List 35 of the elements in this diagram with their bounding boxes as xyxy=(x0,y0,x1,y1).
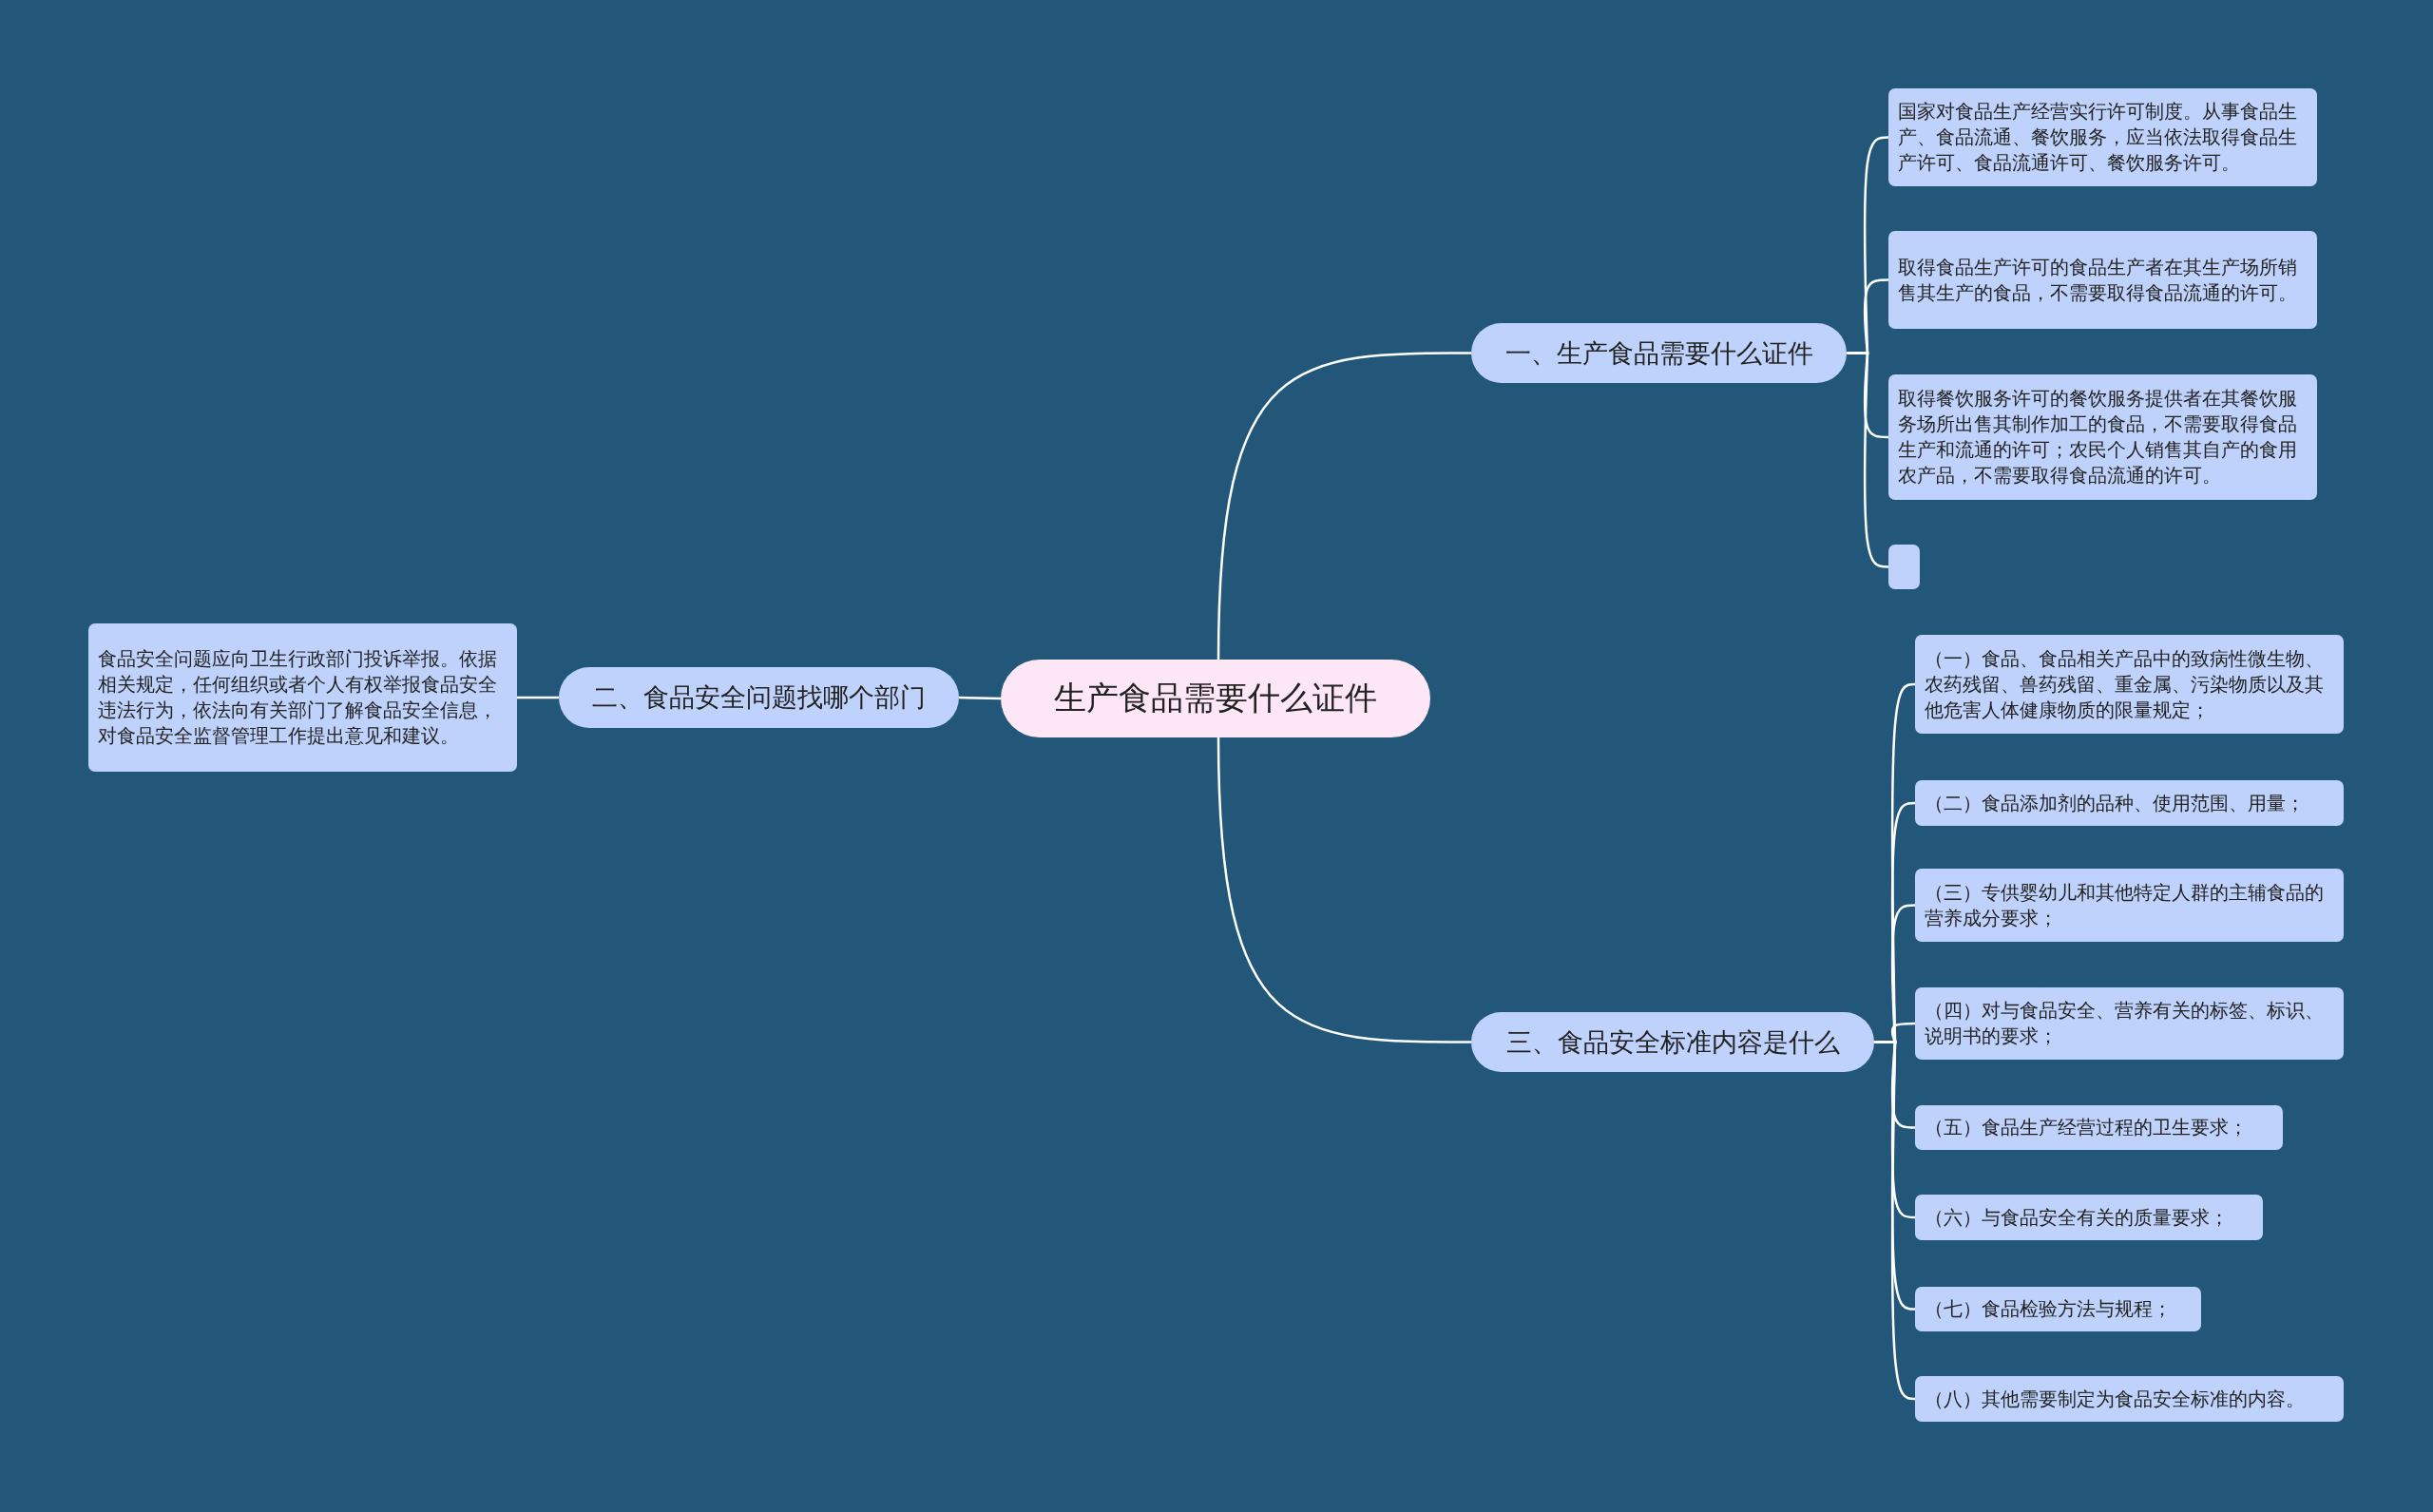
connector-line xyxy=(517,696,559,699)
note-card xyxy=(88,623,517,772)
note-text: （二）食品添加剂的品种、使用范围、用量； xyxy=(1925,791,2305,816)
note-card xyxy=(1915,987,2344,1060)
note-card xyxy=(1915,1287,2201,1331)
empty-box xyxy=(1888,545,1920,589)
note-text: 国家对食品生产经营实行许可制度。从事食品生产、食品流通、餐饮服务，应当依法取得食品生产许可、食品流通许可、餐饮服务许可。 xyxy=(1898,100,2298,176)
note-text: 取得食品生产许可的食品生产者在其生产场所销售其生产的食品，不需要取得食品流通的许可。 xyxy=(1898,255,2298,306)
topic-label: 生产食品需要什么证件 xyxy=(1054,678,1377,718)
connector-line xyxy=(1874,1041,1916,1401)
note-text: （五）食品生产经营过程的卫生要求； xyxy=(1925,1116,2248,1140)
note-card xyxy=(1915,635,2344,734)
connector-line xyxy=(1216,352,1471,660)
note-card xyxy=(1915,1195,2263,1240)
note-text: （六）与食品安全有关的质量要求； xyxy=(1925,1205,2229,1231)
note-card xyxy=(1915,1105,2283,1150)
note-text: （八）其他需要制定为食品安全标准的内容。 xyxy=(1925,1387,2305,1412)
note-card xyxy=(1888,231,2317,329)
note-card xyxy=(1888,88,2317,186)
topic-label: 一、生产食品需要什么证件 xyxy=(1504,336,1813,370)
note-text: （七）食品检验方法与规程； xyxy=(1925,1297,2172,1322)
note-card xyxy=(1915,780,2344,826)
connector-line xyxy=(958,696,1002,700)
topic-label: 二、食品安全问题找哪个部门 xyxy=(592,681,926,714)
note-card xyxy=(1915,869,2344,942)
connector-line xyxy=(1216,737,1471,1043)
note-card xyxy=(1915,1376,2344,1422)
note-card xyxy=(1888,374,2317,500)
note-text: （三）专供婴幼儿和其他特定人群的主辅食品的营养成分要求； xyxy=(1925,880,2325,931)
note-text: （一）食品、食品相关产品中的致病性微生物、农药残留、兽药残留、重金属、污染物质以及其他危害人体健康物质的限量规定； xyxy=(1925,646,2325,723)
note-text: （四）对与食品安全、营养有关的标签、标识、说明书的要求； xyxy=(1925,999,2325,1049)
connector-line xyxy=(1847,352,1889,568)
note-text: 取得餐饮服务许可的餐饮服务提供者在其餐饮服务场所出售其制作加工的食品，不需要取得食品生产和流通的许可；农民个人销售其自产的食用农产品，不需要取得食品流通的许可。 xyxy=(1898,387,2298,488)
topic-label: 三、食品安全标准内容是什么 xyxy=(1505,1025,1840,1059)
note-text: 食品安全问题应向卫生行政部门投诉举报。依据相关规定，任何组织或者个人有权举报食品安全违法行为，依法向有关部门了解食品安全信息，对食品安全监督管理工作提出意见和建议。 xyxy=(98,647,498,749)
